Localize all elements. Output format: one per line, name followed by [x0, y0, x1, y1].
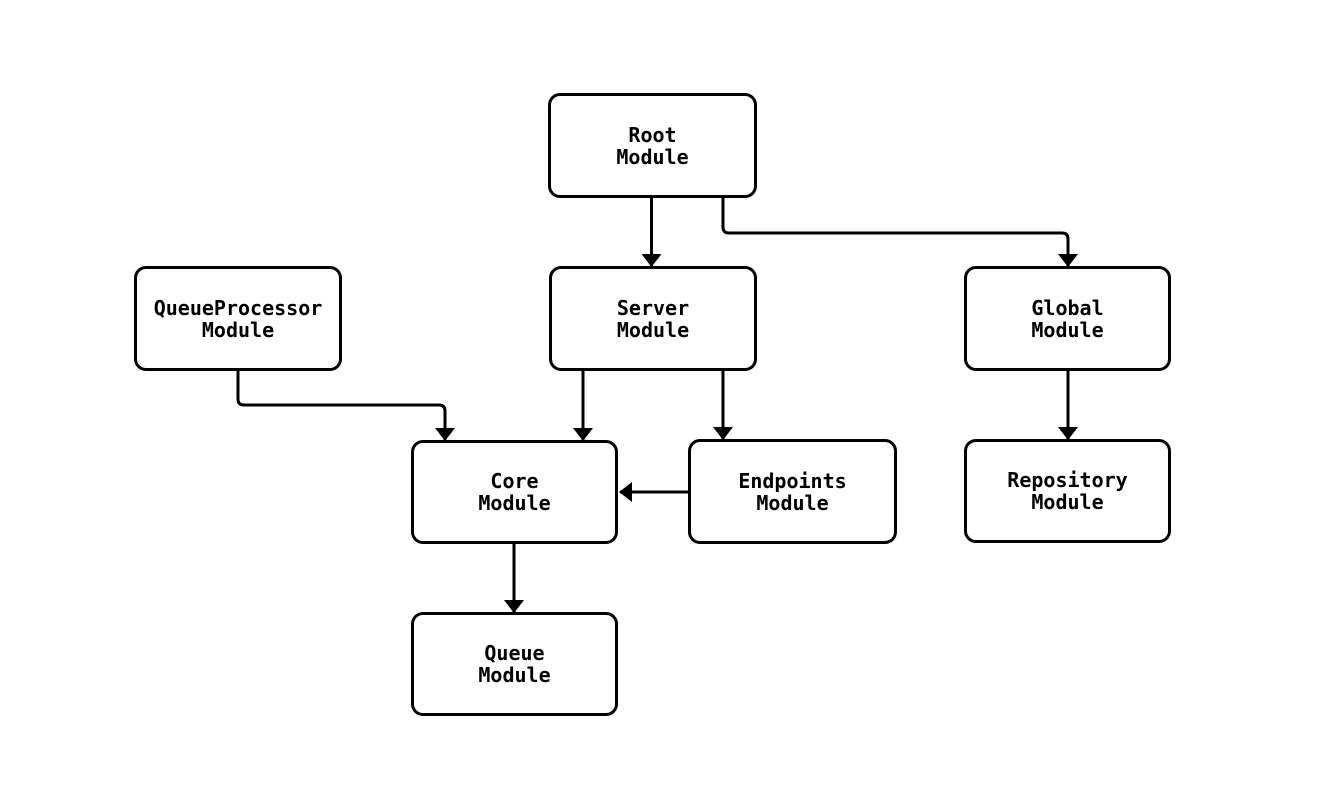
node-queue-module: Queue Module	[411, 612, 618, 716]
edge-root-to-global	[721, 198, 1078, 267]
node-global-module: Global Module	[964, 266, 1171, 371]
node-server-module-label: Server Module	[616, 295, 690, 342]
node-endpoints-module-label: Endpoints Module	[738, 468, 847, 515]
edge-queueprocessor-to-core	[236, 371, 455, 441]
node-core-module-label: Core Module	[478, 469, 551, 515]
node-root-module-label: Root Module	[616, 122, 689, 169]
node-endpoints-module: Endpoints Module	[688, 439, 897, 544]
node-queue-module-label: Queue Module	[478, 641, 551, 687]
node-repository-module: Repository Module	[964, 439, 1171, 543]
node-queueprocessor-module-label: QueueProcessor Module	[153, 295, 323, 342]
node-queueprocessor-module: QueueProcessor Module	[134, 266, 342, 371]
node-core-module: Core Module	[411, 440, 618, 544]
node-global-module-label: Global Module	[1031, 295, 1104, 342]
node-server-module: Server Module	[549, 266, 757, 371]
node-repository-module-label: Repository Module	[1007, 468, 1128, 514]
node-root-module: Root Module	[548, 93, 757, 198]
